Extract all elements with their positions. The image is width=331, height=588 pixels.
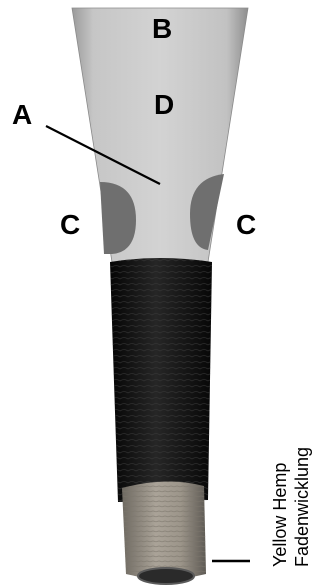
label-c-left: C [60, 209, 80, 240]
thread-texture [110, 258, 212, 502]
hemp-texture [122, 481, 206, 579]
side-caption: Yellow Hemp Fadenwicklung [270, 447, 312, 567]
reed-blade [72, 8, 248, 262]
label-c-right: C [236, 209, 256, 240]
side-caption-line-2: Fadenwicklung [292, 447, 312, 567]
tube-opening [138, 568, 194, 584]
label-b: B [152, 13, 172, 44]
side-caption-line-1: Yellow Hemp [270, 463, 290, 567]
label-a: A [12, 99, 32, 130]
label-d: D [154, 89, 174, 120]
